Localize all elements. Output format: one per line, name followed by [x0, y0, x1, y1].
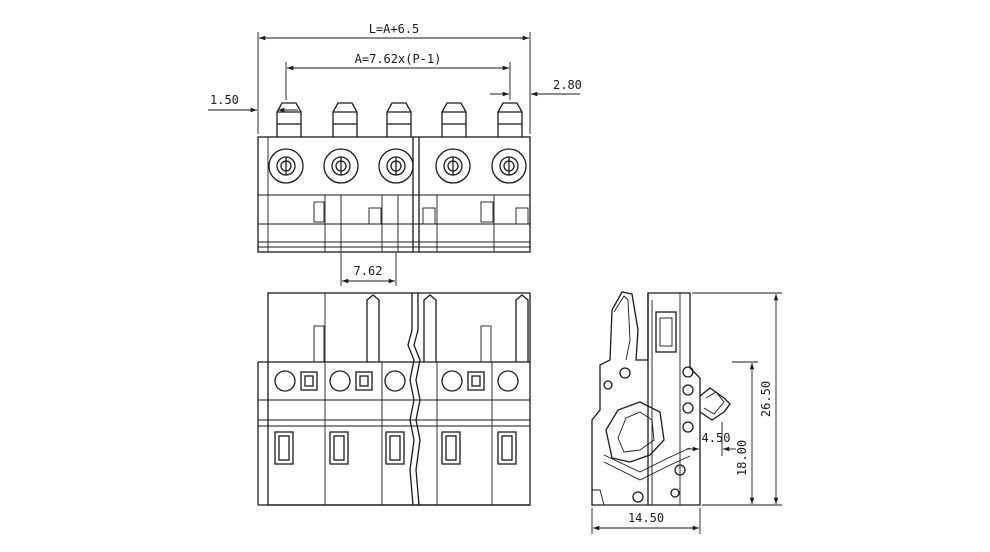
- top-body-outline: [257, 136, 531, 253]
- pitch-span-label: A=7.62x(P-1): [355, 52, 442, 66]
- total-height-label: 26.50: [759, 381, 773, 417]
- mid-height-label: 18.00: [735, 440, 749, 476]
- left-offset-label: 1.50: [210, 93, 239, 107]
- right-offset-label: 2.80: [553, 78, 582, 92]
- top-view: L=A+6.5 A=7.62x(P-1) 1.50 2.80 7.62: [208, 22, 582, 286]
- width-label: 14.50: [628, 511, 664, 525]
- total-length-label: L=A+6.5: [369, 22, 420, 36]
- side-view: 14.50 26.50 18.00 4.50: [591, 291, 782, 534]
- latch-depth-label: 4.50: [702, 431, 731, 445]
- front-body-outline: [267, 292, 531, 506]
- pitch-label: 7.62: [354, 264, 383, 278]
- front-view: [257, 292, 531, 506]
